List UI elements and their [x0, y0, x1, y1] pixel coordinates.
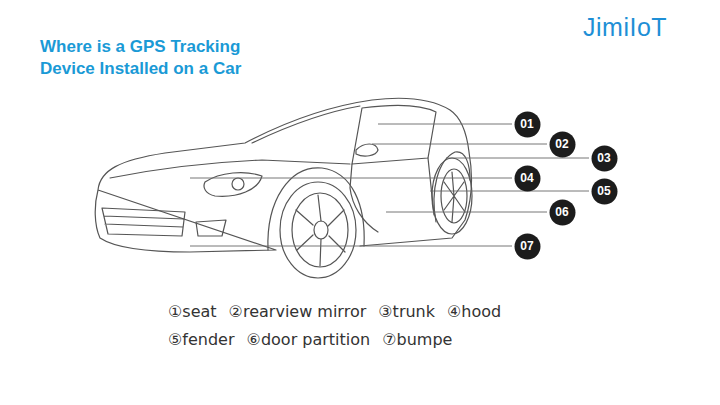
callout-circle-fill [591, 145, 617, 171]
part-name: ⑤fender [168, 330, 235, 349]
callout-circle-fill [514, 165, 540, 191]
part-name: ⑥door partition [247, 330, 371, 349]
part-name: ⑦bumpe [382, 330, 452, 349]
part-name: ②rearview mirror [229, 302, 367, 321]
brand-logo: JimiIoT [583, 13, 667, 42]
callout-number: 06 [549, 199, 576, 226]
front-rim [292, 193, 348, 267]
leader-line [430, 191, 589, 192]
title: Where is a GPS Tracking Device Installed… [40, 36, 276, 80]
callout-number: 02 [549, 131, 576, 158]
callout-text: 03 [597, 152, 610, 164]
rear-tire [432, 158, 472, 234]
callout-number: 07 [514, 233, 541, 260]
part-name: ④hood [447, 302, 501, 321]
callout-text: 02 [555, 138, 568, 150]
callout-circle-fill [549, 131, 575, 157]
leader-line [190, 178, 512, 179]
car-window [352, 105, 436, 164]
part-name: ③trunk [378, 302, 435, 321]
leader-line [372, 144, 547, 145]
callout-number: 01 [514, 111, 541, 138]
callout-number: 03 [591, 145, 618, 172]
callout-number: 05 [591, 178, 618, 205]
rear-wheel-arch [434, 152, 470, 222]
callout-circle-fill [514, 111, 540, 137]
front-spokes [296, 195, 345, 266]
callout-circle-fill [514, 233, 540, 259]
front-tire [280, 182, 356, 278]
car-fog-light [196, 220, 226, 236]
car-headlight [204, 173, 262, 197]
car-mirror [356, 144, 378, 156]
rear-rim [441, 169, 467, 223]
car-windshield [252, 106, 360, 143]
car-body [95, 98, 471, 252]
leader-line [446, 158, 589, 159]
leader-line [386, 212, 547, 213]
rear-spokes [444, 172, 465, 222]
front-hub [314, 221, 328, 239]
callout-text: 06 [555, 206, 568, 218]
leader-line [190, 246, 512, 247]
front-wheel-arch [268, 168, 364, 250]
callout-number: 04 [514, 165, 541, 192]
leader-line [378, 124, 512, 125]
car-grille [102, 208, 185, 236]
headlight-lens [232, 178, 244, 190]
callout-text: 01 [520, 118, 533, 130]
callout-text: 07 [520, 240, 533, 252]
callout-text: 04 [520, 172, 533, 184]
callout-text: 05 [597, 185, 610, 197]
car-hood-line [110, 160, 350, 178]
callout-circle-fill [591, 178, 617, 204]
part-name: ①seat [168, 302, 217, 321]
callout-circle-fill [549, 199, 575, 225]
